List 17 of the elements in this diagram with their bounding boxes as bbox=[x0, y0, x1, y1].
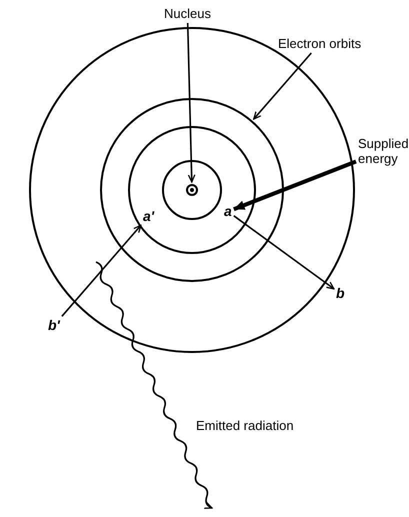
arrow bbox=[233, 160, 357, 212]
part-label: Nucleus bbox=[164, 6, 211, 21]
arrow bbox=[253, 52, 312, 120]
orbit-ring bbox=[162, 160, 222, 220]
point-label: a' bbox=[143, 209, 154, 224]
arrow bbox=[186, 22, 196, 183]
arrow bbox=[61, 224, 142, 317]
part-label: Supplied energy bbox=[358, 136, 408, 166]
orbit-ring bbox=[100, 98, 284, 282]
orbit-ring bbox=[128, 126, 256, 254]
part-label: Electron orbits bbox=[278, 36, 362, 51]
point-label: b' bbox=[48, 318, 60, 333]
point-label: b bbox=[336, 286, 345, 301]
point-label: a bbox=[224, 204, 232, 219]
nucleus-symbol bbox=[186, 184, 198, 196]
part-label: Emitted radiation bbox=[196, 418, 294, 433]
arrow bbox=[233, 215, 335, 290]
